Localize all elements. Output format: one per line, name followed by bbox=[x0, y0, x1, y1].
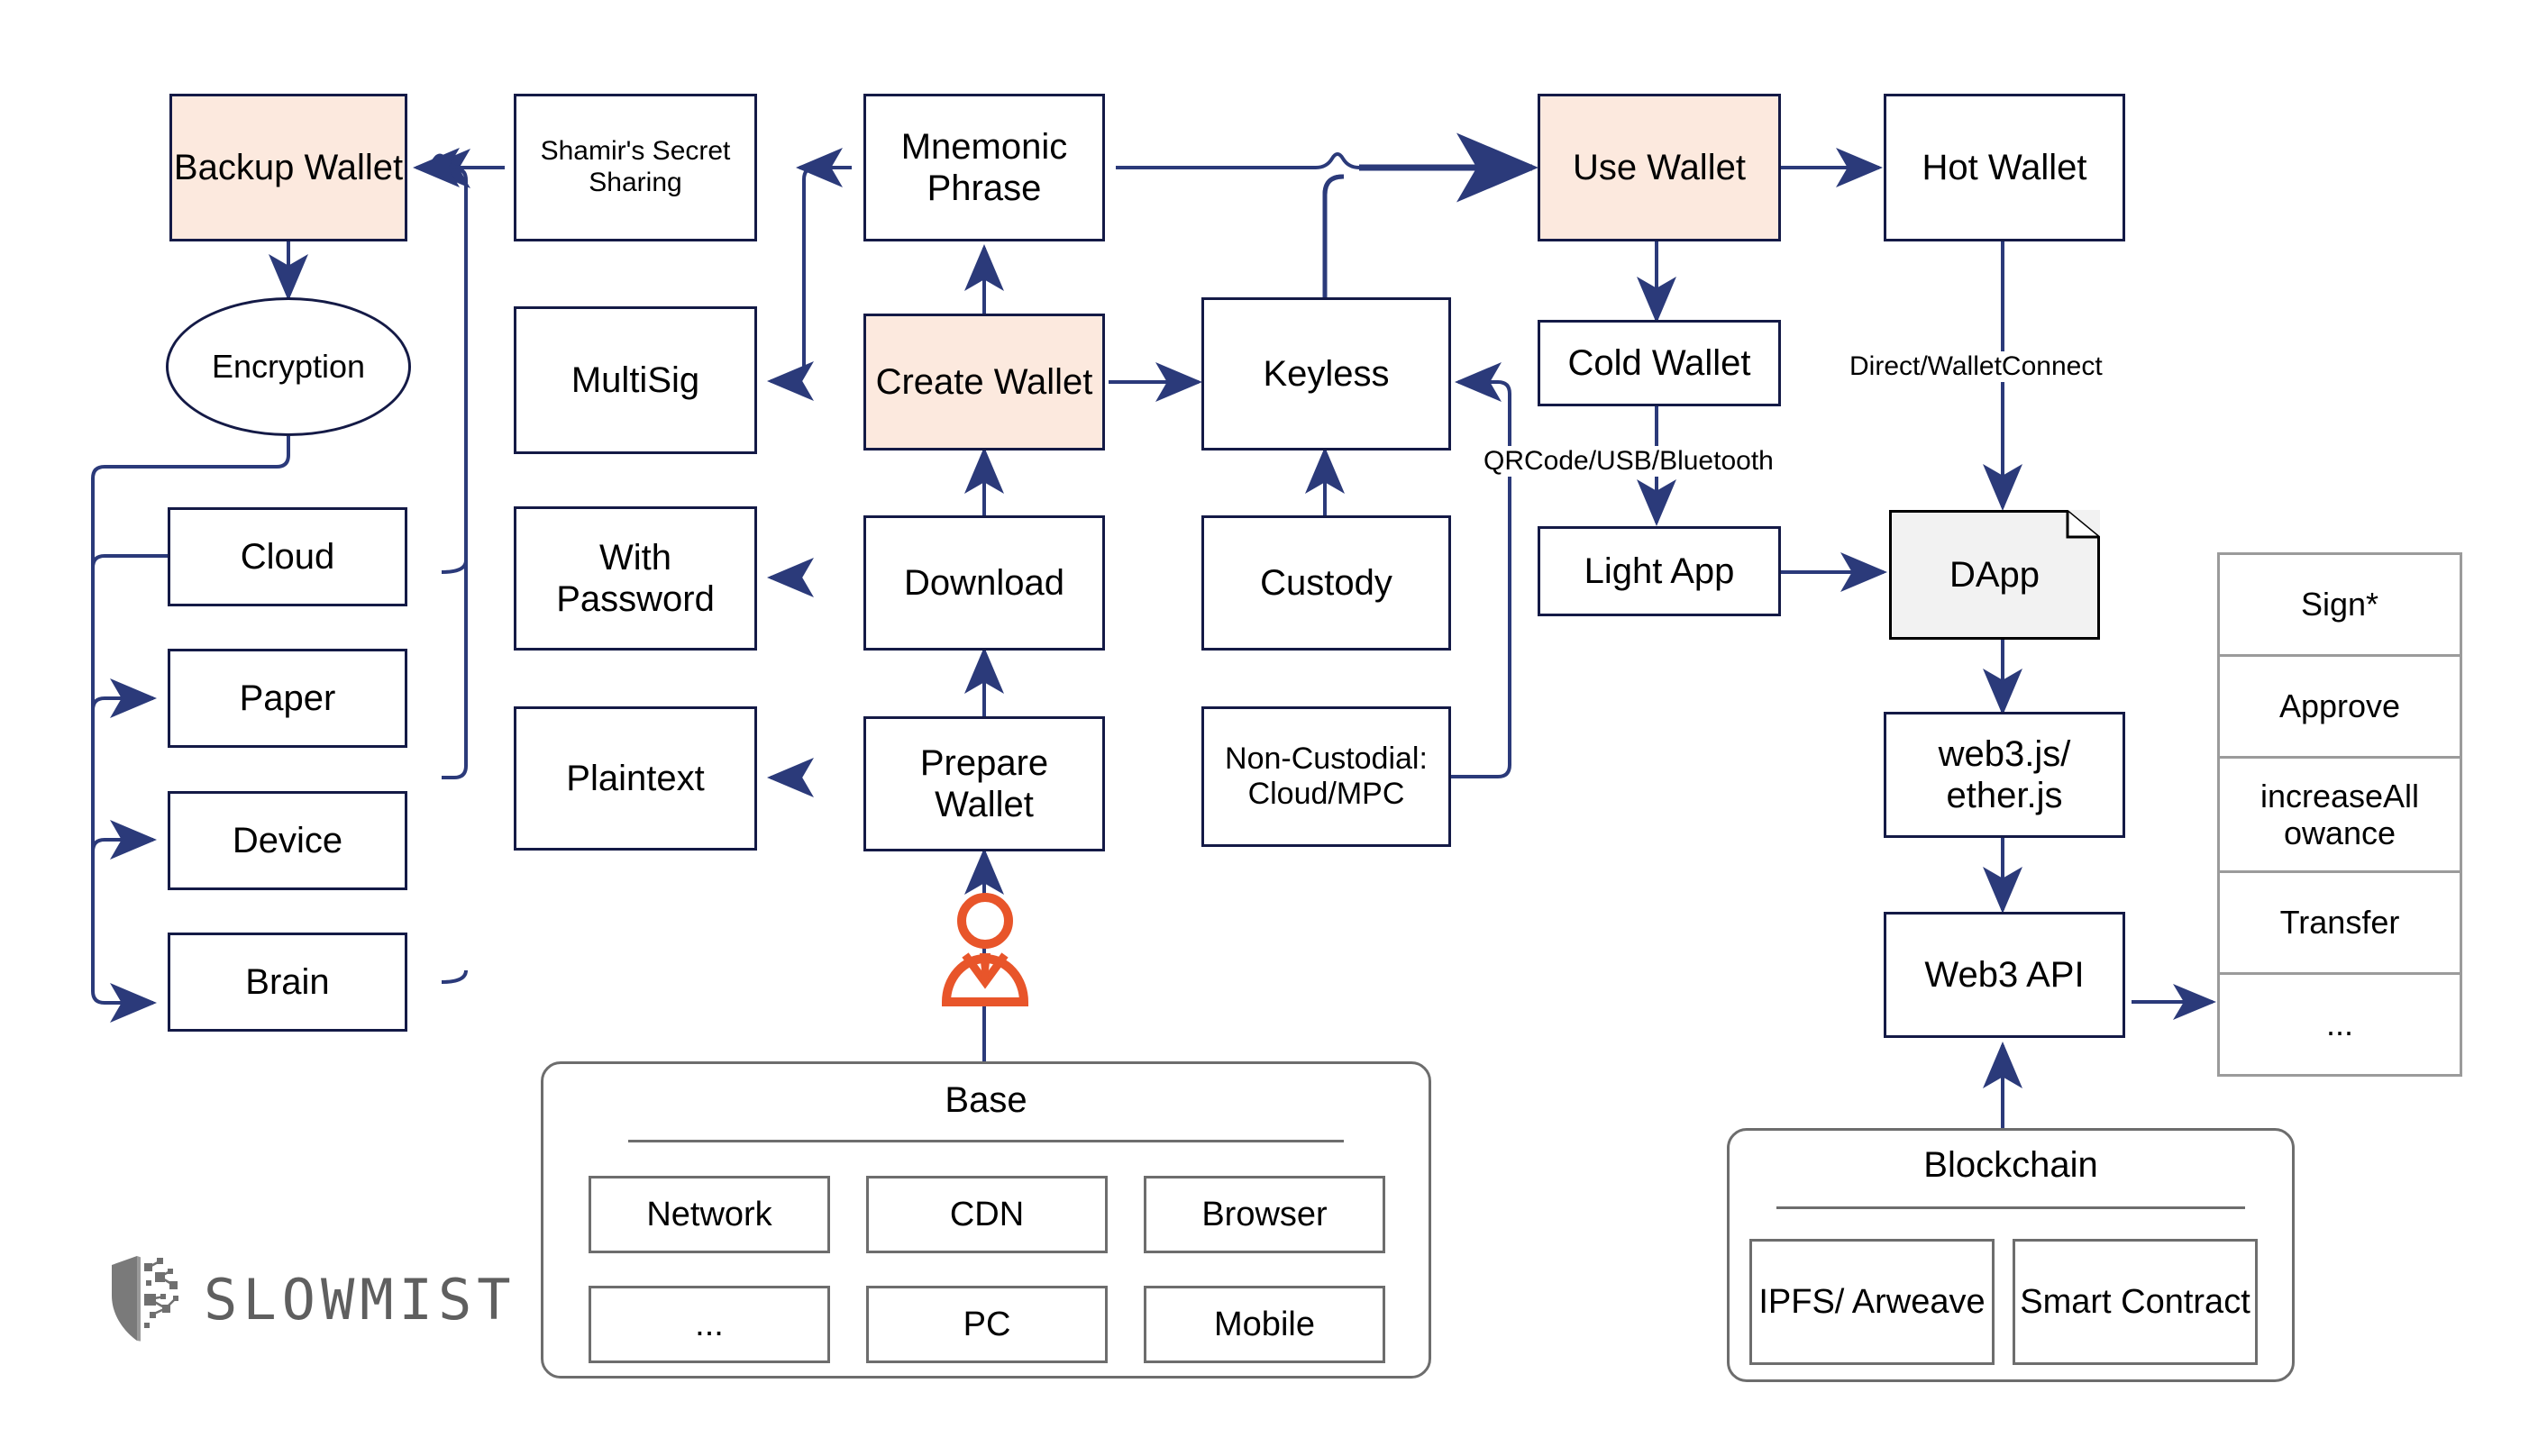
group-blockchain-divider bbox=[1776, 1206, 2245, 1209]
node-label: MultiSig bbox=[571, 359, 700, 400]
node-label: With Password bbox=[556, 537, 715, 619]
node-custody[interactable]: Custody bbox=[1201, 515, 1451, 651]
node-web3-api[interactable]: Web3 API bbox=[1884, 912, 2125, 1038]
node-plaintext[interactable]: Plaintext bbox=[514, 706, 757, 851]
node-label: Mnemonic Phrase bbox=[900, 126, 1068, 208]
node-prepare-wallet[interactable]: Prepare Wallet bbox=[863, 716, 1105, 851]
node-download[interactable]: Download bbox=[863, 515, 1105, 651]
base-item-pc[interactable]: PC bbox=[866, 1286, 1108, 1363]
node-label: Brain bbox=[245, 961, 330, 1002]
slowmist-wordmark: SLOWMIST bbox=[204, 1266, 516, 1333]
node-label: Paper bbox=[239, 678, 336, 718]
node-label: DApp bbox=[1949, 554, 2040, 595]
subbox-label: Smart Contract bbox=[2020, 1282, 2250, 1321]
table-row-increase-allowance[interactable]: increaseAll owance bbox=[2217, 756, 2462, 873]
blockchain-item-ipfs-arweave[interactable]: IPFS/ Arweave bbox=[1749, 1239, 1995, 1365]
node-cold-wallet[interactable]: Cold Wallet bbox=[1538, 320, 1781, 406]
node-use-wallet[interactable]: Use Wallet bbox=[1538, 94, 1781, 241]
node-label: Non-Custodial: Cloud/MPC bbox=[1225, 741, 1428, 811]
subbox-label: ... bbox=[695, 1305, 724, 1343]
node-label: Hot Wallet bbox=[1922, 147, 2087, 187]
node-mnemonic-phrase[interactable]: Mnemonic Phrase bbox=[863, 94, 1105, 241]
slowmist-logo: SLOWMIST bbox=[106, 1252, 516, 1346]
node-shamir-secret-sharing[interactable]: Shamir's Secret Sharing bbox=[514, 94, 757, 241]
group-base-divider bbox=[628, 1140, 1344, 1142]
base-item-mobile[interactable]: Mobile bbox=[1144, 1286, 1385, 1363]
base-item-browser[interactable]: Browser bbox=[1144, 1176, 1385, 1253]
subbox-label: Browser bbox=[1201, 1195, 1328, 1233]
table-cell-label: Approve bbox=[2278, 687, 2401, 725]
node-multisig[interactable]: MultiSig bbox=[514, 306, 757, 454]
actions-table: Sign* Approve increaseAll owance Transfe… bbox=[2217, 552, 2462, 1077]
table-cell-label: Transfer bbox=[2279, 904, 2400, 942]
user-actor-icon bbox=[940, 892, 1030, 1009]
document-shape-icon bbox=[1889, 510, 2100, 640]
node-create-wallet[interactable]: Create Wallet bbox=[863, 314, 1105, 450]
subbox-label: Mobile bbox=[1214, 1305, 1315, 1343]
node-paper[interactable]: Paper bbox=[168, 649, 407, 748]
edge-label-text: Direct/WalletConnect bbox=[1849, 351, 2103, 381]
edge-label-qrcode-usb-bluetooth: QRCode/USB/Bluetooth bbox=[1480, 446, 1777, 477]
node-label: Prepare Wallet bbox=[919, 742, 1049, 824]
shield-pixel-icon bbox=[112, 1256, 178, 1342]
node-keyless[interactable]: Keyless bbox=[1201, 297, 1451, 450]
subbox-label: IPFS/ Arweave bbox=[1758, 1282, 1986, 1321]
node-label: Backup Wallet bbox=[173, 147, 404, 187]
node-label: Download bbox=[904, 562, 1064, 603]
blockchain-item-smart-contract[interactable]: Smart Contract bbox=[2013, 1239, 2258, 1365]
node-label: Web3 API bbox=[1924, 954, 2085, 995]
node-label: Use Wallet bbox=[1573, 147, 1746, 187]
node-light-app[interactable]: Light App bbox=[1538, 526, 1781, 616]
table-row-approve[interactable]: Approve bbox=[2217, 654, 2462, 759]
node-brain[interactable]: Brain bbox=[168, 933, 407, 1032]
node-with-password[interactable]: With Password bbox=[514, 506, 757, 651]
node-label: Shamir's Secret Sharing bbox=[540, 136, 731, 197]
subbox-label: Network bbox=[646, 1195, 772, 1233]
node-non-custodial[interactable]: Non-Custodial: Cloud/MPC bbox=[1201, 706, 1451, 847]
node-label: Encryption bbox=[211, 348, 366, 385]
table-cell-label: ... bbox=[2325, 1006, 2353, 1043]
table-row-transfer[interactable]: Transfer bbox=[2217, 870, 2462, 975]
group-base: Base Network CDN Browser ... PC Mobile bbox=[541, 1061, 1431, 1379]
node-label: Cloud bbox=[240, 536, 335, 577]
group-blockchain: Blockchain IPFS/ Arweave Smart Contract bbox=[1727, 1128, 2295, 1382]
group-base-title: Base bbox=[945, 1080, 1027, 1120]
edge-label-direct-walletconnect: Direct/WalletConnect bbox=[1846, 351, 2106, 382]
node-label: Cold Wallet bbox=[1567, 342, 1751, 383]
node-label: web3.js/ ether.js bbox=[1938, 733, 2071, 815]
node-cloud[interactable]: Cloud bbox=[168, 507, 407, 606]
table-row-sign[interactable]: Sign* bbox=[2217, 552, 2462, 657]
node-label: Custody bbox=[1260, 562, 1392, 603]
node-web3js-etherjs[interactable]: web3.js/ ether.js bbox=[1884, 712, 2125, 838]
edge-label-text: QRCode/USB/Bluetooth bbox=[1484, 446, 1774, 476]
node-label: Keyless bbox=[1263, 353, 1390, 394]
node-label: Create Wallet bbox=[875, 361, 1093, 402]
subbox-label: CDN bbox=[949, 1195, 1025, 1233]
base-item-network[interactable]: Network bbox=[589, 1176, 830, 1253]
subbox-label: PC bbox=[963, 1305, 1011, 1343]
table-cell-label: increaseAll owance bbox=[2260, 777, 2420, 851]
table-cell-label: Sign* bbox=[2300, 586, 2379, 623]
node-label: Device bbox=[232, 820, 343, 860]
node-device[interactable]: Device bbox=[168, 791, 407, 890]
table-row-more[interactable]: ... bbox=[2217, 972, 2462, 1077]
node-dapp[interactable]: DApp bbox=[1889, 510, 2100, 640]
node-label: Light App bbox=[1584, 551, 1735, 591]
node-encryption[interactable]: Encryption bbox=[166, 297, 411, 436]
node-hot-wallet[interactable]: Hot Wallet bbox=[1884, 94, 2125, 241]
group-blockchain-title: Blockchain bbox=[1923, 1145, 2098, 1185]
node-backup-wallet[interactable]: Backup Wallet bbox=[169, 94, 407, 241]
node-label: Plaintext bbox=[566, 758, 705, 798]
base-item-more[interactable]: ... bbox=[589, 1286, 830, 1363]
base-item-cdn[interactable]: CDN bbox=[866, 1176, 1108, 1253]
